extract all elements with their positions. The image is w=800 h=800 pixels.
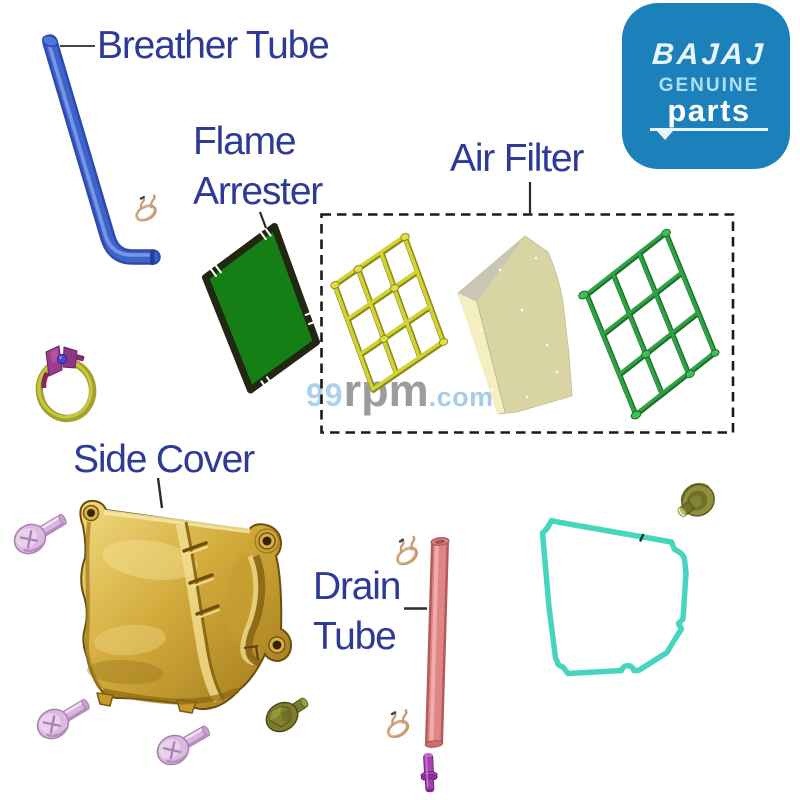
hex-flange-bolt (265, 697, 309, 733)
flame-arrester (202, 223, 320, 394)
drain-tube-label-line1: Drain (313, 565, 401, 608)
logo-genuine-text: GENUINE (658, 75, 760, 96)
watermark-part-rpm: rpm (343, 365, 429, 416)
pan-screw-3 (150, 716, 217, 772)
breather-tube (41, 34, 161, 265)
logo-arrow-icon (657, 131, 673, 140)
drain-tube-label-line2: Tube (313, 615, 397, 658)
gasket (539, 517, 689, 677)
air-filter-label: Air Filter (450, 137, 584, 180)
watermark-part-99: 99 (306, 377, 344, 413)
bajaj-genuine-parts-logo: BAJAJ GENUINE parts (622, 3, 790, 169)
flame-arrester-label-line1: Flame (193, 120, 297, 163)
air-filter-group-box (320, 213, 735, 434)
spring-clip-1 (130, 193, 160, 226)
hose-clamp (35, 345, 97, 423)
drain-tube (424, 537, 450, 748)
logo-underline (650, 127, 768, 131)
drain-plug (420, 753, 438, 793)
pan-screw-1 (7, 504, 74, 561)
breather-tube-label: Breather Tube (97, 24, 330, 67)
logo-parts-text: parts (667, 93, 751, 128)
leader-lines (60, 45, 532, 610)
logo-brand-text: BAJAJ (651, 38, 767, 71)
side-cover (79, 499, 293, 714)
pan-screw-2 (30, 689, 97, 746)
shoulder-screw (677, 482, 715, 518)
watermark-part-com: .com (428, 382, 494, 412)
side-cover-label: Side Cover (73, 438, 255, 481)
flame-arrester-label-line2: Arrester (193, 170, 323, 213)
air-filter-rear-grate (578, 228, 720, 420)
air-filter-element (457, 235, 573, 415)
spring-clip-3 (380, 707, 413, 743)
air-filter-front-grate (330, 233, 449, 393)
spring-clip-2 (388, 534, 423, 570)
